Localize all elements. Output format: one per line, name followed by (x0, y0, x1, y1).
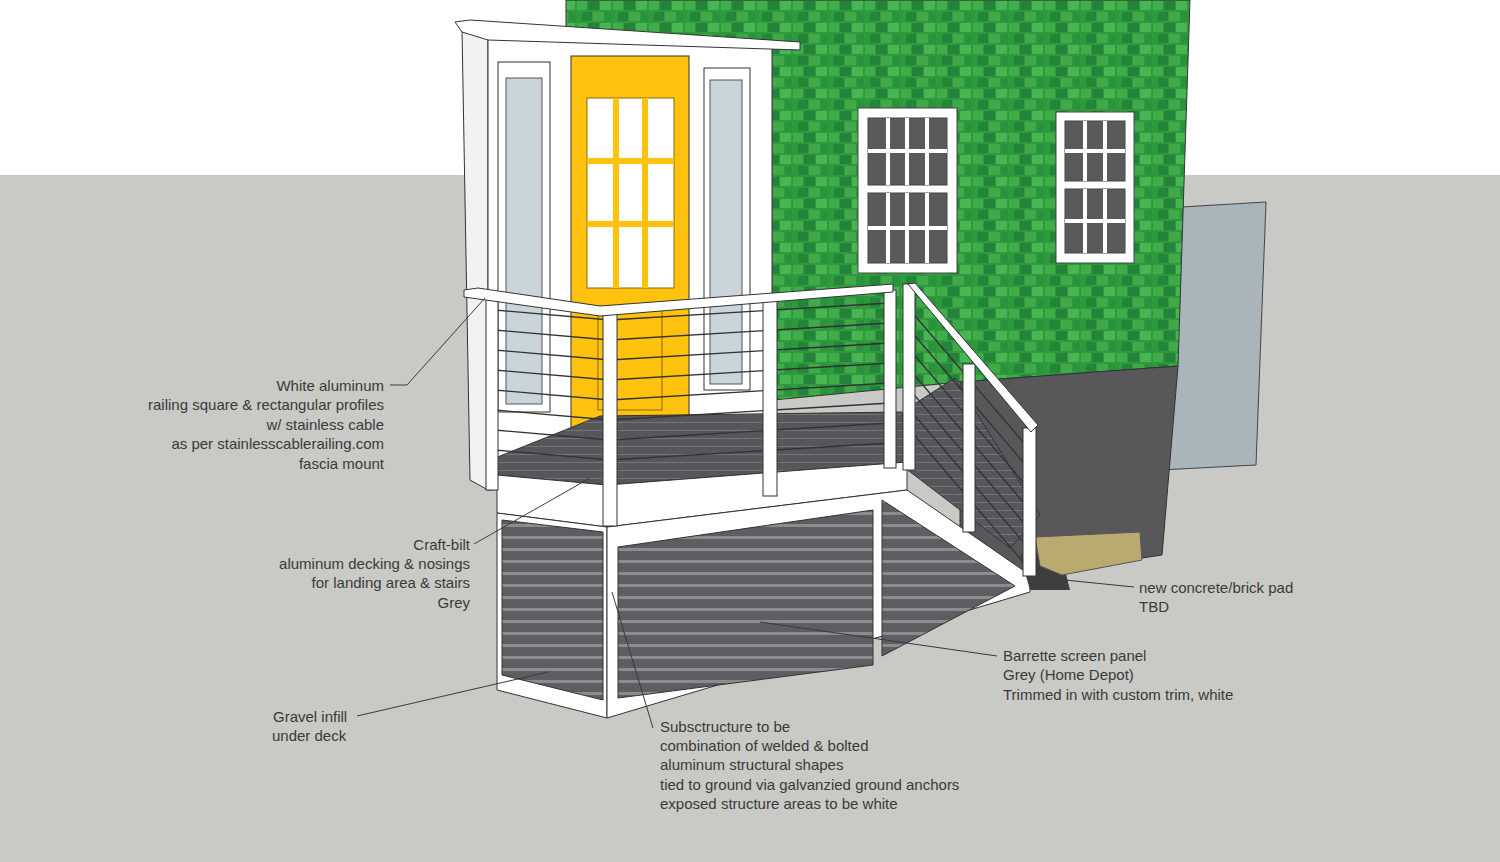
callout-text: TBD (1139, 597, 1169, 616)
callout-text: Trimmed in with custom trim, white (1003, 685, 1233, 704)
callout-text: tied to ground via galvanzied ground anc… (660, 775, 959, 794)
callout-text: Barrette screen panel (1003, 646, 1146, 665)
callout-text: Grey (Home Depot) (1003, 665, 1134, 684)
callout-text: Gravel infill (273, 707, 347, 726)
callout-text: Subsctructure to be (660, 717, 790, 736)
callout-text: exposed structure areas to be white (660, 794, 898, 813)
callout-text: new concrete/brick pad (1139, 578, 1293, 597)
callout-text: fascia mount (299, 454, 384, 473)
callout-text: Grey (437, 593, 470, 612)
callout-text: under deck (272, 726, 346, 745)
callout-text: for landing area & stairs (312, 573, 470, 592)
callout-text: aluminum decking & nosings (279, 554, 470, 573)
callout-text: combination of welded & bolted (660, 736, 868, 755)
callout-text: White aluminum (276, 376, 384, 395)
callout-text: aluminum structural shapes (660, 755, 843, 774)
callout-text: railing square & rectangular profiles (148, 395, 384, 414)
callout-text: w/ stainless cable (266, 415, 384, 434)
callout-text: Craft-bilt (413, 535, 470, 554)
callout-text: as per stainlesscablerailing.com (171, 434, 384, 453)
